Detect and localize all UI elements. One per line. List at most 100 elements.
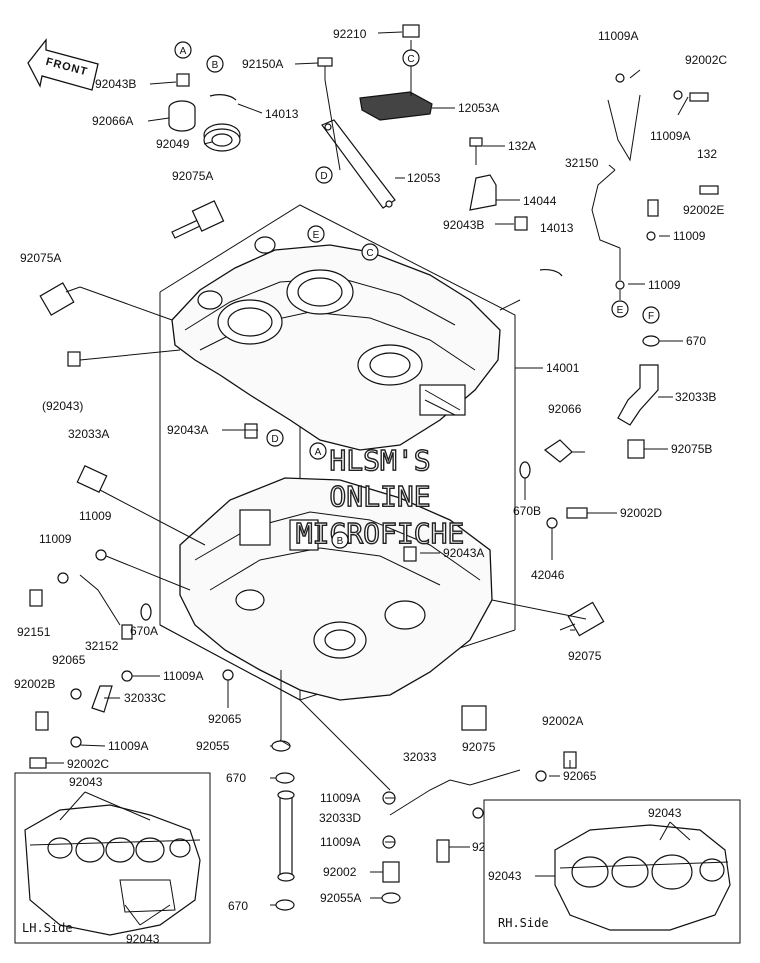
label-92002E: 92002E	[683, 203, 724, 217]
label-11009A-l2: 11009A	[108, 739, 148, 753]
watermark: HLSM'S ONLINE MICROFICHE	[295, 443, 465, 550]
part-shapes	[29, 24, 719, 911]
watermark-line-3: MICROFICHE	[296, 517, 465, 550]
label-92043-rh-left: 92043	[488, 869, 522, 883]
svg-text:D: D	[320, 171, 327, 182]
svg-text:C: C	[366, 248, 373, 259]
svg-text:B: B	[337, 536, 344, 547]
label-670A: 670A	[130, 624, 158, 638]
label-11009A-l1: 11009A	[163, 669, 203, 683]
label-132A: 132A	[508, 139, 536, 153]
label-92075-center: 92075	[462, 740, 496, 754]
ref-circle-e-right: E	[611, 300, 629, 318]
ref-circle-a-top: A	[174, 41, 192, 59]
lh-side-inset: 92043 92043 LH.Side	[14, 772, 211, 946]
watermark-line-2: ONLINE	[329, 480, 430, 513]
ref-circle-f-right: F	[642, 306, 660, 324]
label-92055: 92055	[196, 739, 230, 753]
label-92150A-top: 92150A	[242, 57, 283, 71]
label-92043A-right: 92043A	[443, 546, 484, 560]
svg-text:B: B	[212, 60, 219, 71]
label-92002: 92002	[323, 865, 357, 879]
label-670-right: 670	[686, 334, 706, 348]
label-92002A: 92002A	[542, 714, 583, 728]
label-11009A-center-2: 11009A	[320, 835, 360, 849]
label-11009-l2: 11009	[39, 532, 72, 546]
label-132: 132	[697, 147, 717, 161]
label-92055A: 92055A	[320, 891, 361, 905]
label-92043-rh-top: 92043	[648, 806, 682, 820]
ref-circle-a-body: A	[309, 442, 327, 460]
svg-text:E: E	[313, 230, 320, 241]
lh-side-title: LH.Side	[22, 921, 73, 935]
ref-circle-d-body: D	[266, 429, 284, 447]
ref-circle-d-top: D	[315, 166, 333, 184]
upper-crankcase	[171, 236, 501, 451]
label-92043B-top: 92043B	[95, 77, 136, 91]
label-92043B-mid: 92043B	[443, 218, 484, 232]
label-92066: 92066	[548, 402, 582, 416]
label-92002C-left: 92002C	[67, 757, 109, 771]
label-92049: 92049	[156, 137, 190, 151]
rh-side-inset: 92043 92043 RH.Side	[483, 799, 741, 944]
label-92002D: 92002D	[620, 506, 662, 520]
label-92075A-left: 92075A	[20, 251, 61, 265]
label-32033D: 32033D	[319, 811, 361, 825]
label-92002C-top: 92002C	[685, 53, 727, 67]
label-14044: 14044	[523, 194, 557, 208]
leader-lines	[46, 31, 689, 906]
label-92043A-center: 92043A	[167, 423, 208, 437]
label-92075-right: 92075	[568, 649, 602, 663]
label-92065-center: 92065	[208, 712, 242, 726]
label-32150: 32150	[565, 156, 599, 170]
label-92065-right-1: 92065	[563, 769, 597, 783]
label-14013-mid: 14013	[540, 221, 574, 235]
ref-circle-b-top: B	[206, 55, 224, 73]
watermark-line-1: HLSM'S	[329, 444, 430, 477]
label-14013-top: 14013	[265, 107, 299, 121]
lower-crankcase	[179, 477, 493, 701]
label-92075B: 92075B	[671, 442, 712, 456]
front-arrow-icon: FRONT	[27, 38, 99, 91]
label-11009-l1: 11009	[79, 509, 112, 523]
label-11009A-b: 11009A	[650, 129, 690, 143]
label-92043-lh-bottom: 92043	[126, 932, 160, 946]
label-32033B: 32033B	[675, 390, 716, 404]
ref-circle-e-body: E	[307, 225, 325, 243]
label-11009-r1: 11009	[673, 229, 706, 243]
svg-text:F: F	[648, 311, 654, 322]
label-92066A: 92066A	[92, 114, 133, 128]
label-92075A-top: 92075A	[172, 169, 213, 183]
label-32033C: 32033C	[124, 691, 166, 705]
label-14001: 14001	[546, 361, 580, 375]
svg-text:A: A	[180, 46, 187, 57]
ref-circle-c-top: C	[402, 49, 420, 67]
label-92210: 92210	[333, 27, 367, 41]
label-11009A-center-1: 11009A	[320, 791, 360, 805]
ref-circle-b-body: B	[331, 531, 349, 549]
label-92065-left: 92065	[52, 653, 86, 667]
label-32152: 32152	[85, 639, 119, 653]
svg-text:E: E	[617, 305, 624, 316]
svg-text:C: C	[407, 54, 414, 65]
rh-side-title: RH.Side	[498, 916, 549, 930]
label-11009-r2: 11009	[648, 278, 681, 292]
label-42046: 42046	[531, 568, 565, 582]
label-32033: 32033	[403, 750, 437, 764]
label-32033A: 32033A	[68, 427, 109, 441]
label-92043-paren: (92043)	[42, 399, 83, 413]
label-92002B: 92002B	[14, 677, 55, 691]
label-11009A-a: 11009A	[598, 29, 638, 43]
ref-circle-c-body: C	[361, 243, 379, 261]
label-92043-lh-top: 92043	[69, 775, 103, 789]
label-670-center-2: 670	[228, 899, 248, 913]
label-92151: 92151	[17, 625, 51, 639]
reference-letters: A B C D E C D A B E F	[174, 41, 660, 549]
svg-text:A: A	[315, 447, 322, 458]
svg-text:D: D	[271, 434, 278, 445]
label-12053A: 12053A	[458, 101, 499, 115]
label-12053: 12053	[407, 171, 441, 185]
label-670B: 670B	[513, 504, 541, 518]
label-670-center-1: 670	[226, 771, 246, 785]
